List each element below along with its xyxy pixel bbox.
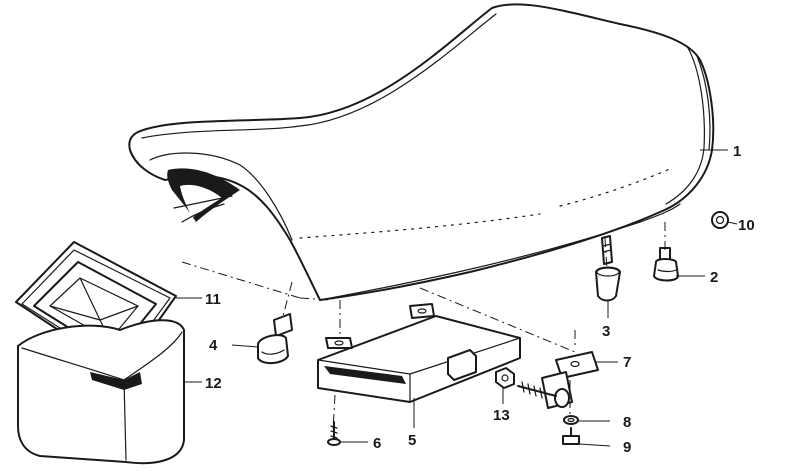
part-2-pin <box>653 247 679 282</box>
part-10-clip <box>711 211 729 229</box>
seat <box>128 3 715 301</box>
callout-1: 1 <box>733 143 741 160</box>
callout-10: 10 <box>738 217 755 234</box>
part-7-bracket <box>517 351 599 409</box>
part-9-screw <box>562 427 580 445</box>
callout-12: 12 <box>205 375 222 392</box>
part-13-nut <box>495 367 515 389</box>
callout-3: 3 <box>602 323 610 340</box>
part-3-buffer <box>595 235 621 302</box>
callout-7: 7 <box>623 354 631 371</box>
part-6-screw <box>327 421 341 446</box>
callout-9: 9 <box>623 439 631 456</box>
callout-2: 2 <box>710 269 718 286</box>
callout-11: 11 <box>205 291 221 308</box>
part-4-knob <box>257 313 293 364</box>
callout-numbers: 1 2 3 4 5 6 7 8 9 10 11 12 13 <box>205 143 755 456</box>
leader-lines <box>176 149 738 447</box>
part-12-cover <box>17 319 185 465</box>
callout-5: 5 <box>408 432 416 449</box>
part-5-tray <box>317 303 521 403</box>
callout-13: 13 <box>493 407 510 424</box>
part-8-washer <box>563 415 579 425</box>
callout-8: 8 <box>623 414 631 431</box>
callout-6: 6 <box>373 435 381 452</box>
callout-4: 4 <box>209 337 218 354</box>
